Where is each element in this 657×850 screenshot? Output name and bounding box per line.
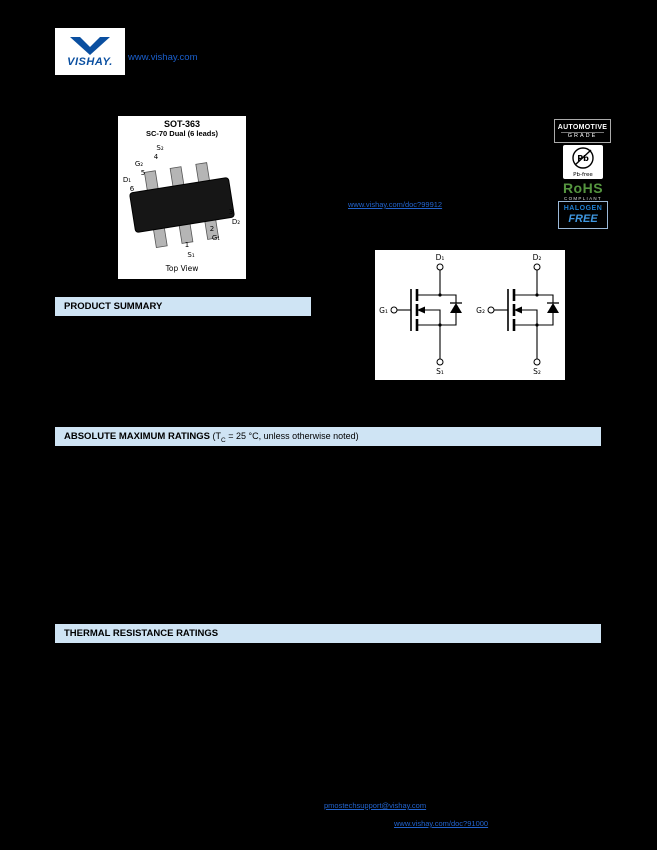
package-pinout-drawing: S₂ 4 G₂ 5 D₁ 6 3 D₂ 2 G₁ 1 S₁ Top View bbox=[123, 144, 240, 273]
product-summary-title: PRODUCT SUMMARY bbox=[64, 301, 163, 312]
automotive-label: AUTOMOTIVE bbox=[557, 124, 608, 131]
vishay-triangle-icon bbox=[70, 36, 110, 55]
rohs-title: RoHS bbox=[562, 180, 604, 196]
pin3-number: 3 bbox=[229, 208, 233, 216]
chip-body bbox=[129, 177, 235, 233]
pin2-number: 2 bbox=[210, 225, 214, 233]
pin1-number: 1 bbox=[185, 241, 189, 249]
halogen-label: HALOGEN bbox=[563, 205, 603, 212]
pin3-name: D₂ bbox=[232, 218, 240, 226]
package-title: SOT-363 bbox=[163, 119, 201, 129]
mosfet-2-symbol: D₂ S₂ G₂ bbox=[476, 253, 559, 376]
package-diagram-box: SOT-363 SC-70 Dual (6 leads) S₂ 4 G₂ 5 D… bbox=[118, 116, 246, 279]
abs-max-title: ABSOLUTE MAXIMUM RATINGS bbox=[64, 431, 211, 442]
pin4-number: 4 bbox=[154, 153, 159, 161]
pin6-name: D₁ bbox=[123, 176, 131, 184]
package-caption: Top View bbox=[165, 264, 199, 273]
pin6-number: 6 bbox=[130, 185, 135, 193]
section-thermal-resistance-ratings: THERMAL RESISTANCE RATINGS bbox=[55, 624, 601, 643]
thermal-title: THERMAL RESISTANCE RATINGS bbox=[64, 628, 219, 639]
disclaimer-doc-link[interactable]: www.vishay.com/doc?91000 bbox=[394, 819, 489, 828]
dual-mosfet-schematic: D₁ S₁ G₁ D₂ bbox=[379, 253, 559, 376]
mosfet1-source-label: S₁ bbox=[436, 367, 444, 376]
compliance-doc-link[interactable]: www.vishay.com/doc?99912 bbox=[348, 200, 443, 209]
pbfree-badge: Pb Pb-free bbox=[563, 145, 603, 179]
grade-label: GRADE bbox=[561, 132, 604, 140]
pbfree-symbol-icon: Pb Pb-free bbox=[572, 147, 594, 178]
pbfree-caption: Pb-free bbox=[573, 172, 593, 178]
header-website-link[interactable]: www.vishay.com bbox=[128, 52, 198, 63]
rohs-badge: RoHS COMPLIANT bbox=[556, 181, 610, 202]
mosfet1-drain-label: D₁ bbox=[436, 253, 445, 262]
section-product-summary: PRODUCT SUMMARY bbox=[55, 297, 311, 316]
abs-max-condition-sub: C bbox=[221, 436, 226, 444]
mosfet2-drain-label: D₂ bbox=[533, 253, 542, 262]
mosfet2-source-label: S₂ bbox=[533, 367, 541, 376]
chip-3d-view bbox=[129, 162, 235, 248]
abs-max-condition-pre: (T bbox=[210, 431, 222, 441]
abs-max-condition-post: = 25 °C, unless otherwise noted) bbox=[225, 431, 359, 441]
rohs-subtitle: COMPLIANT bbox=[564, 196, 602, 201]
free-label: FREE bbox=[568, 213, 598, 225]
support-email-link[interactable]: pmostechsupport@vishay.com bbox=[324, 801, 427, 810]
halogen-free-badge: HALOGEN FREE bbox=[558, 201, 608, 229]
package-subtitle: SC-70 Dual (6 leads) bbox=[145, 129, 219, 138]
mosfet1-gate-label: G₁ bbox=[379, 306, 388, 315]
vishay-wordmark: VISHAY. bbox=[67, 55, 113, 68]
pin4-name: S₂ bbox=[156, 144, 163, 152]
pin2-name: G₁ bbox=[212, 234, 220, 242]
pin5-name: G₂ bbox=[135, 160, 143, 168]
mosfet2-gate-label: G₂ bbox=[476, 306, 485, 315]
automotive-grade-badge: AUTOMOTIVE GRADE bbox=[554, 119, 611, 143]
pb-symbol-text: Pb bbox=[577, 154, 589, 163]
pin5-number: 5 bbox=[141, 169, 145, 177]
pin1-name: S₁ bbox=[187, 251, 194, 259]
vishay-logo: VISHAY. bbox=[55, 28, 125, 75]
schematic-box: D₁ S₁ G₁ D₂ bbox=[375, 250, 565, 380]
mosfet-1-symbol: D₁ S₁ G₁ bbox=[379, 253, 462, 376]
section-absolute-maximum-ratings: ABSOLUTE MAXIMUM RATINGS (TC = 25 °C, un… bbox=[55, 427, 601, 446]
